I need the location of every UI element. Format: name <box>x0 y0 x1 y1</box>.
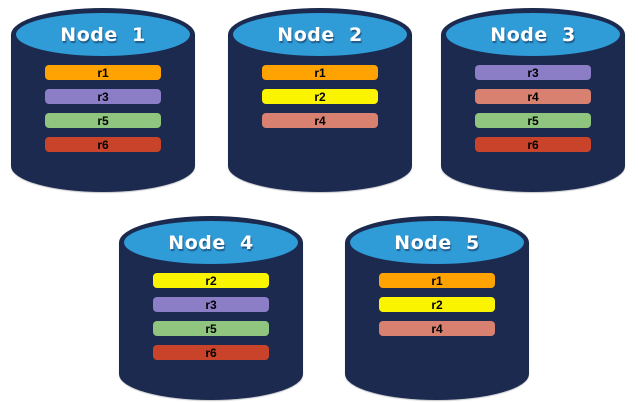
replica-bar-r3: r3 <box>475 65 591 80</box>
replica-label: r2 <box>314 89 326 104</box>
replica-label: r2 <box>205 273 217 288</box>
replica-bar-r4: r4 <box>262 113 378 128</box>
node-2-replica-list: r1 r2 r4 <box>228 65 412 128</box>
replica-bar-r5: r5 <box>475 113 591 128</box>
replica-bar-r1: r1 <box>379 273 495 288</box>
replica-label: r4 <box>314 113 326 128</box>
replica-bar-r3: r3 <box>45 89 161 104</box>
replica-label: r6 <box>527 137 539 152</box>
node-2-cylinder-top: Node 2 <box>228 8 412 61</box>
replica-bar-r5: r5 <box>153 321 269 336</box>
replica-bar-r6: r6 <box>153 345 269 360</box>
replica-bar-r2: r2 <box>379 297 495 312</box>
replica-bar-r6: r6 <box>45 137 161 152</box>
replica-label: r3 <box>527 65 539 80</box>
node-5-label: Node 5 <box>394 231 480 254</box>
replica-bar-r2: r2 <box>262 89 378 104</box>
replica-label: r3 <box>205 297 217 312</box>
replica-bar-r1: r1 <box>45 65 161 80</box>
node-3-replica-list: r3 r4 r5 r6 <box>441 65 625 152</box>
node-3: Node 3 r3 r4 r5 r6 <box>441 8 625 192</box>
node-1-replica-list: r1 r3 r5 r6 <box>11 65 195 152</box>
node-2-label: Node 2 <box>277 23 363 46</box>
node-3-cylinder-top: Node 3 <box>441 8 625 61</box>
node-5-replica-list: r1 r2 r4 <box>345 273 529 336</box>
replica-label: r5 <box>97 113 109 128</box>
node-4-replica-list: r2 r3 r5 r6 <box>119 273 303 360</box>
node-1-cylinder-top: Node 1 <box>11 8 195 61</box>
replica-label: r4 <box>431 321 443 336</box>
node-1: Node 1 r1 r3 r5 r6 <box>11 8 195 192</box>
replica-bar-r1: r1 <box>262 65 378 80</box>
replica-label: r4 <box>527 89 539 104</box>
replica-label: r5 <box>527 113 539 128</box>
replica-label: r3 <box>97 89 109 104</box>
replica-bar-r6: r6 <box>475 137 591 152</box>
replica-label: r5 <box>205 321 217 336</box>
replica-bar-r4: r4 <box>475 89 591 104</box>
replica-label: r2 <box>431 297 443 312</box>
node-4: Node 4 r2 r3 r5 r6 <box>119 216 303 400</box>
replica-label: r6 <box>205 345 217 360</box>
replica-bar-r3: r3 <box>153 297 269 312</box>
replica-label: r1 <box>314 65 326 80</box>
node-2: Node 2 r1 r2 r4 <box>228 8 412 192</box>
replica-label: r1 <box>97 65 109 80</box>
node-4-label: Node 4 <box>168 231 254 254</box>
replica-bar-r4: r4 <box>379 321 495 336</box>
replica-label: r6 <box>97 137 109 152</box>
replica-bar-r5: r5 <box>45 113 161 128</box>
node-3-label: Node 3 <box>490 23 576 46</box>
replica-label: r1 <box>431 273 443 288</box>
node-5: Node 5 r1 r2 r4 <box>345 216 529 400</box>
node-4-cylinder-top: Node 4 <box>119 216 303 269</box>
replica-bar-r2: r2 <box>153 273 269 288</box>
node-5-cylinder-top: Node 5 <box>345 216 529 269</box>
node-1-label: Node 1 <box>60 23 146 46</box>
